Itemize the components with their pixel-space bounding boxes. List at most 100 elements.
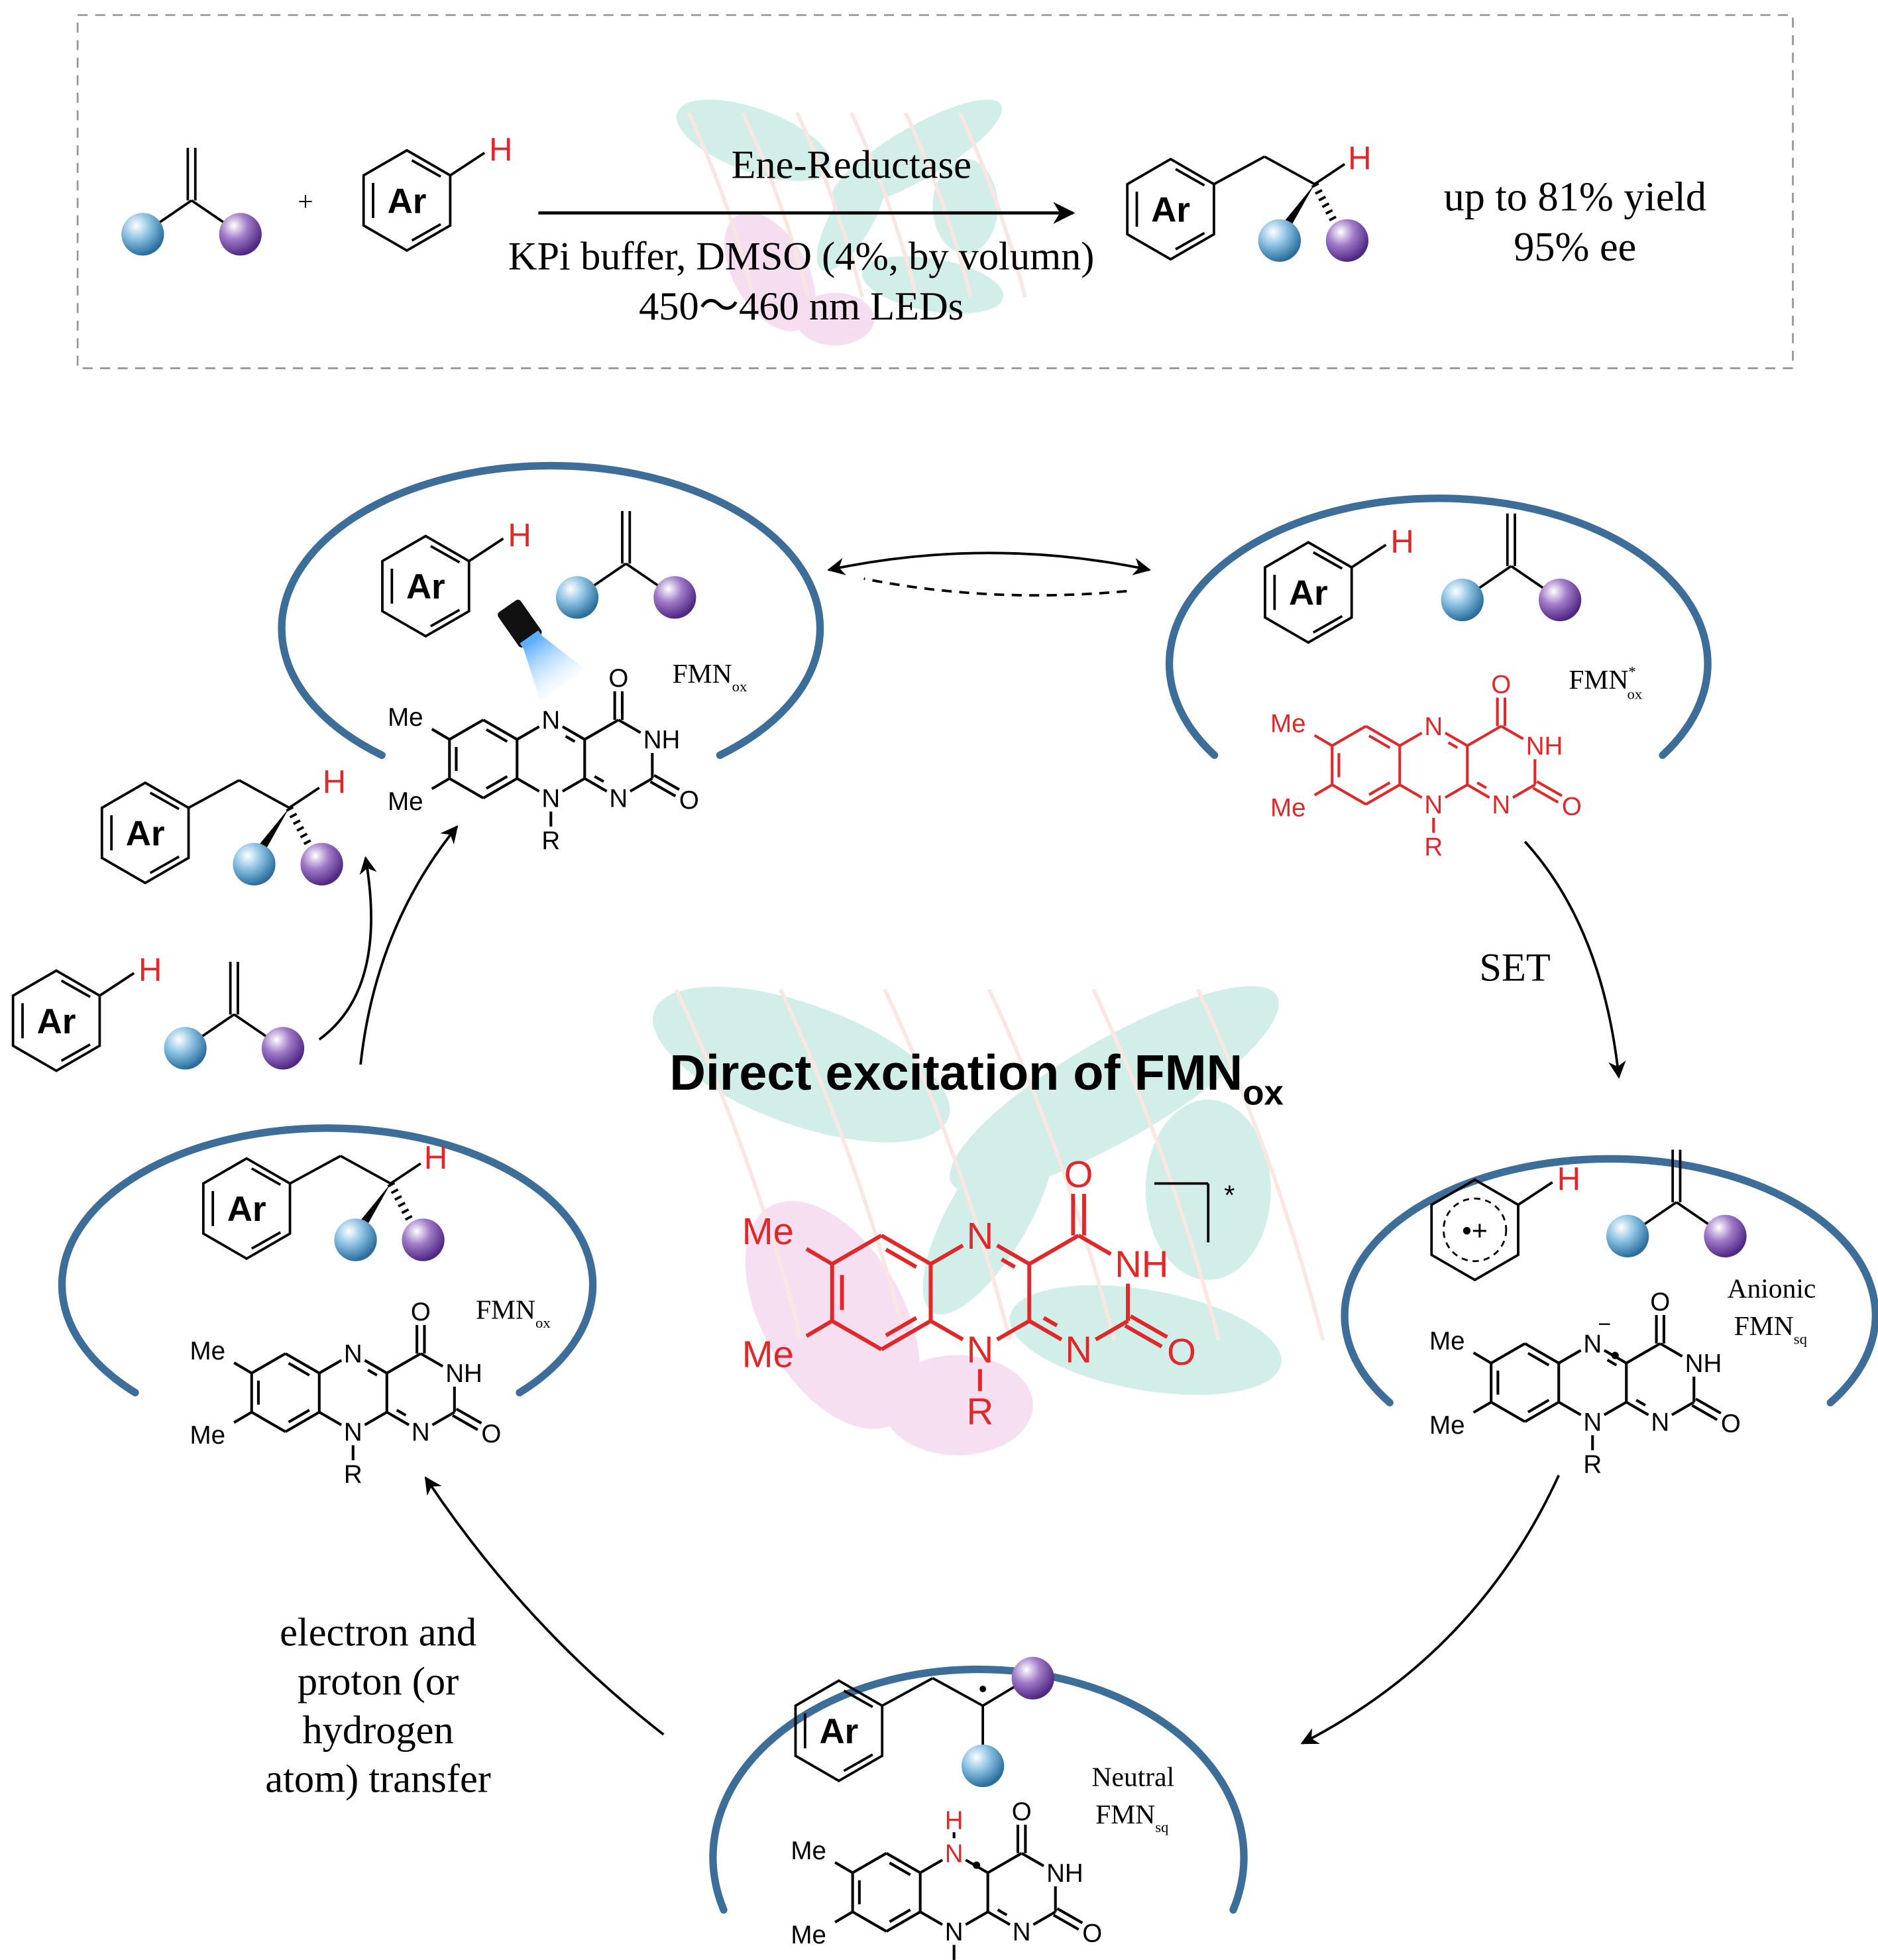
arene-ring: Ar — [381, 534, 470, 638]
double-bond — [1312, 615, 1343, 634]
bond — [1365, 783, 1401, 806]
double-bond — [594, 775, 604, 783]
bond — [250, 1352, 286, 1375]
bond — [1512, 783, 1536, 799]
bond — [1399, 731, 1423, 747]
bond — [1313, 783, 1333, 797]
bond — [880, 1234, 932, 1266]
ar-label: Ar — [37, 1002, 76, 1041]
hydrogen-label: H — [424, 1140, 447, 1176]
bond — [386, 1352, 421, 1375]
protein-loop — [904, 111, 973, 298]
oxygen-label: O — [1064, 1153, 1093, 1195]
hashed-bond — [387, 1181, 419, 1233]
bond — [965, 1859, 989, 1874]
double-bond — [1056, 1907, 1083, 1924]
excitation-equilibrium-arrow — [827, 551, 1151, 575]
double-bond — [485, 728, 508, 743]
flashlight-icon — [498, 599, 586, 701]
chiral-product: ArH — [1126, 141, 1372, 262]
hydrogen-label: H — [508, 518, 531, 553]
bond — [390, 1162, 421, 1185]
nitrogen-n5-label: N — [1583, 1330, 1602, 1359]
bond — [1213, 155, 1266, 186]
oxygen-label: O — [411, 1298, 431, 1326]
ar-label: Ar — [388, 182, 427, 221]
blue-substituent-ball — [962, 1744, 1005, 1788]
excited-star: * — [1628, 663, 1635, 679]
nh-label: NH — [1526, 732, 1563, 761]
fmn-name: FMN — [1734, 1310, 1794, 1341]
protein-loop — [850, 111, 918, 298]
ar-label: Ar — [1151, 191, 1190, 230]
substrate-binding-arrow — [318, 856, 377, 1041]
double-bond — [1527, 1399, 1550, 1414]
bond — [233, 1361, 252, 1375]
r-group-label: R — [1424, 833, 1443, 862]
released-product: ArH — [100, 764, 346, 886]
nitrogen-n1-label: N — [1065, 1329, 1092, 1371]
double-bond — [889, 1861, 911, 1876]
double-bond — [1532, 787, 1559, 804]
double-bond — [1175, 168, 1205, 187]
bond — [929, 1319, 964, 1342]
methyl-label: Me — [1429, 1411, 1465, 1440]
radical-dot: • — [1610, 1340, 1620, 1371]
n5-hydrogen-label: H — [945, 1807, 964, 1835]
nitrogen-n10-label: N — [967, 1329, 994, 1371]
alkene-substrate — [555, 510, 696, 619]
nitrogen-n10-label: N — [1424, 791, 1443, 819]
hydrogen-label: H — [323, 764, 346, 800]
fmn-label: FMNox — [476, 1295, 551, 1331]
hydrogen-label: H — [489, 132, 512, 168]
fmn-ox-label-1: FMNox — [673, 658, 747, 695]
bond — [852, 1910, 887, 1933]
bond — [852, 1852, 887, 1874]
flashlight-lens — [520, 630, 542, 649]
protein-loop — [1091, 988, 1221, 1341]
nitrogen-n1-label: N — [412, 1418, 430, 1447]
protein-helix — [676, 99, 831, 182]
methyl-label: Me — [190, 1421, 226, 1450]
oxygen-label: O — [1650, 1288, 1670, 1316]
nitrogen-n10-label: N — [344, 1418, 362, 1447]
double-bond — [430, 545, 461, 564]
methyl-label: Me — [190, 1337, 226, 1365]
bond — [919, 1859, 944, 1874]
bond — [1466, 783, 1490, 799]
double-bond — [396, 1409, 407, 1417]
fmn-subscript: ox — [535, 1314, 551, 1331]
protein-loop — [883, 988, 1012, 1341]
fmn-label: FMNox — [673, 658, 747, 695]
r-group-label: R — [1583, 1450, 1602, 1479]
blue-substituent-ball — [233, 842, 276, 886]
fmn-ox-excited-label: FMN*ox — [1569, 663, 1642, 702]
double-bond — [452, 1414, 478, 1431]
bond — [188, 779, 240, 809]
bond — [1472, 1401, 1492, 1414]
double-bond — [997, 1908, 1008, 1916]
bond — [629, 777, 653, 793]
bond — [881, 1677, 934, 1707]
double-bond — [1001, 1257, 1016, 1269]
protein-loop — [779, 988, 908, 1341]
nitrogen-n10-label: N — [1583, 1408, 1602, 1436]
bond — [1500, 724, 1524, 740]
hydrogen-label: H — [1390, 524, 1413, 559]
bond — [987, 1910, 1011, 1926]
blue-substituent-ball — [1606, 1214, 1649, 1257]
protein-helix — [932, 158, 998, 254]
set-label: SET — [1479, 945, 1550, 990]
bond — [1313, 734, 1333, 747]
bond — [1365, 724, 1401, 747]
product-in-pocket: ArH — [201, 1140, 447, 1261]
purple-substituent-ball — [219, 213, 262, 256]
bond — [289, 1155, 341, 1185]
protein-helix — [950, 986, 1279, 1193]
nitrogen-n1-label: N — [1013, 1918, 1031, 1946]
delocalized-ring — [1442, 1197, 1508, 1263]
double-bond — [411, 223, 441, 242]
alkene-substrate — [1606, 1149, 1747, 1257]
double-bond — [1606, 1358, 1618, 1367]
incoming-alkene — [164, 962, 305, 1070]
